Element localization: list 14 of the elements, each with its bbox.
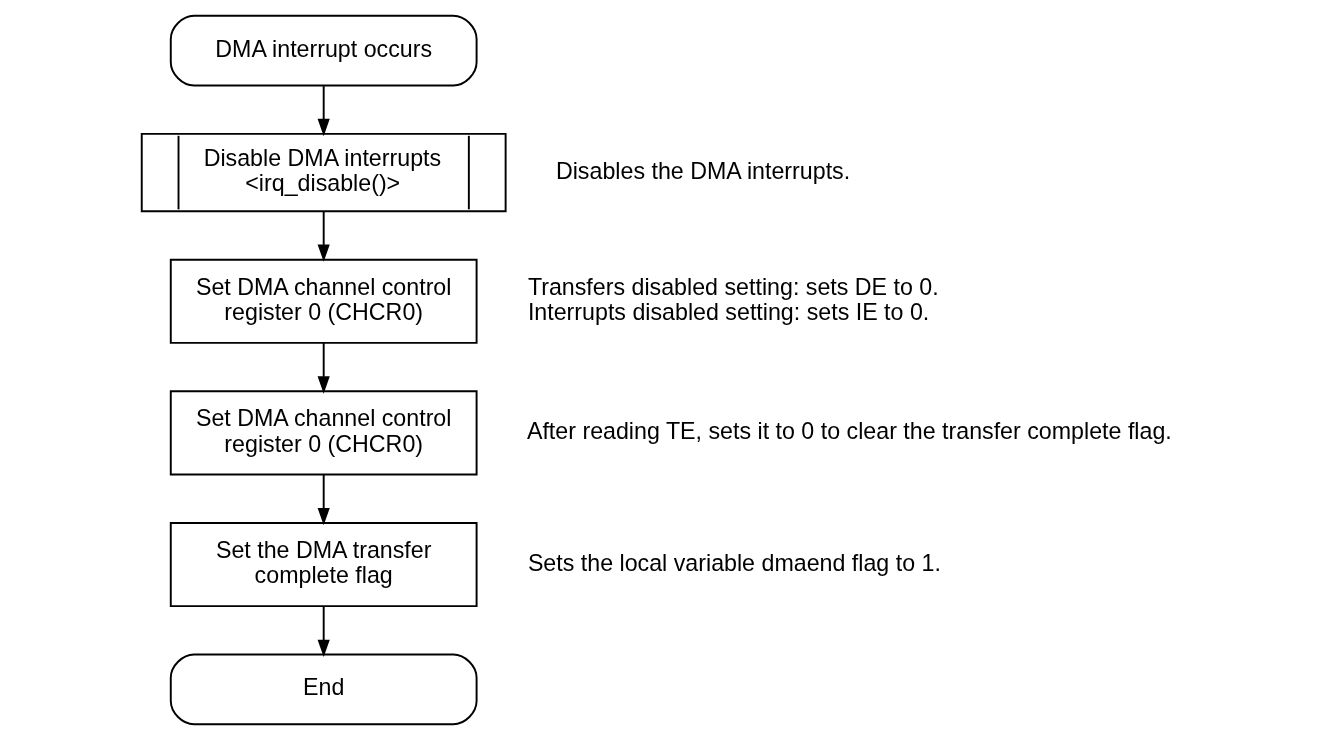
node-label: After reading TE, sets it to 0 to clear the transfer complete flag. bbox=[526, 417, 1172, 444]
arrow bbox=[317, 473, 330, 526]
node-box: End bbox=[169, 653, 478, 726]
arrow bbox=[317, 605, 330, 658]
arrow bbox=[317, 85, 330, 137]
node-box: Set the DMA transfer complete flag bbox=[169, 521, 478, 608]
node-box: Set DMA channel control register 0 (CHCR0) bbox=[169, 390, 478, 476]
arrow bbox=[317, 210, 330, 262]
node-label: Sets the local variable dmaend flag to 1. bbox=[527, 549, 941, 576]
arrow bbox=[317, 341, 330, 394]
node-box: DMA interrupt occurs bbox=[169, 14, 478, 87]
node-label: Transfers disabled setting: sets DE to 0. bbox=[527, 273, 939, 300]
node-box: Set DMA channel control register 0 (CHCR0) bbox=[169, 258, 478, 344]
node-label: Disables the DMA interrupts. bbox=[555, 157, 850, 184]
